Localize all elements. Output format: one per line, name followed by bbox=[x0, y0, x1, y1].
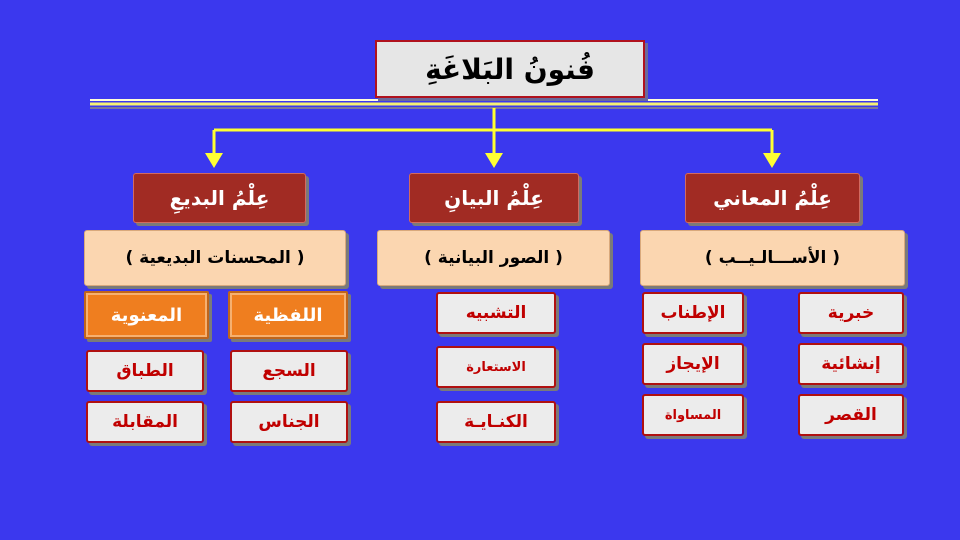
category-manawiya: المعنوية bbox=[84, 291, 209, 339]
branch-maani: عِلْمُ المعاني bbox=[685, 173, 860, 223]
category-lafziya: اللفظية bbox=[228, 291, 348, 339]
leaf-kinaya: الكنـايـة bbox=[436, 401, 556, 443]
diagram-title: فُنونُ البَلاغَةِ bbox=[375, 40, 645, 98]
leaf-muqabala: المقابلة bbox=[86, 401, 204, 443]
sub-bayan: ( الصور البيانية ) bbox=[377, 230, 610, 286]
leaf-khabariya: خبرية bbox=[798, 292, 904, 334]
branch-bayan: عِلْمُ البيانِ bbox=[409, 173, 579, 223]
sub-badi: ( المحسنات البديعية ) bbox=[84, 230, 346, 286]
leaf-istiara: الاستعارة bbox=[436, 346, 556, 388]
leaf-tibaq: الطباق bbox=[86, 350, 204, 392]
leaf-tashbih: التشبيه bbox=[436, 292, 556, 334]
leaf-jinas: الجناس bbox=[230, 401, 348, 443]
sub-maani: ( الأســـالـيــب ) bbox=[640, 230, 905, 286]
leaf-musawat: المساواة bbox=[642, 394, 744, 436]
leaf-ijaz: الإيجاز bbox=[642, 343, 744, 385]
leaf-itnab: الإطناب bbox=[642, 292, 744, 334]
leaf-saja: السجع bbox=[230, 350, 348, 392]
leaf-qasr: القصر bbox=[798, 394, 904, 436]
branch-badi: عِلْمُ البديعِ bbox=[133, 173, 306, 223]
leaf-inshaiya: إنشائية bbox=[798, 343, 904, 385]
